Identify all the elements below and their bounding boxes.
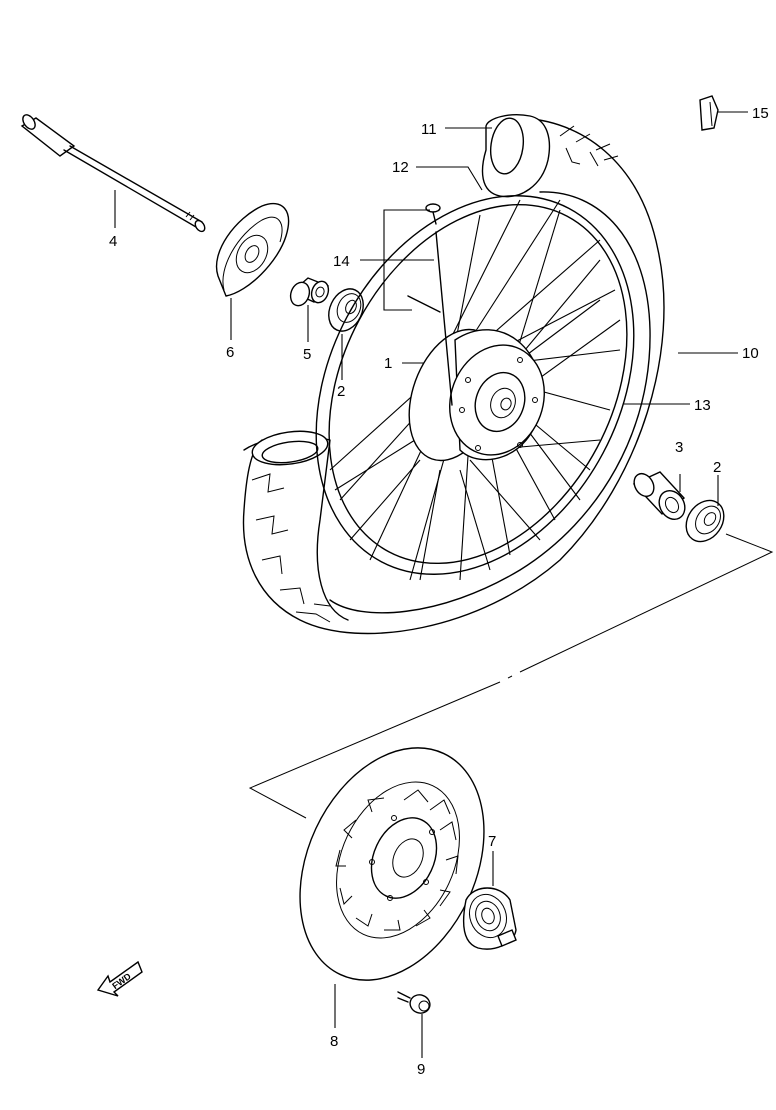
leader-lines <box>114 111 748 1058</box>
callout-9: 9 <box>417 1061 425 1078</box>
brake-disc-part-8 <box>299 747 485 981</box>
axle-part-4 <box>20 114 206 233</box>
callout-12: 12 <box>392 159 409 176</box>
hub-cover-part-6 <box>215 202 290 297</box>
forward-direction-arrow-icon: FWD <box>96 960 143 997</box>
tire-part-10 <box>242 114 665 635</box>
assembly-guide-line <box>248 533 774 819</box>
spacer-part-5 <box>289 277 330 307</box>
spacer-part-3 <box>632 471 686 521</box>
callout-15: 15 <box>752 105 769 122</box>
callout-numbers: 1 2 2 3 4 5 6 7 8 9 10 11 12 13 14 15 <box>109 105 769 1078</box>
disc-bolt-part-9 <box>397 991 431 1014</box>
callout-4: 4 <box>109 233 117 250</box>
callout-13: 13 <box>694 397 711 414</box>
callout-3: 3 <box>675 439 683 456</box>
callout-2: 2 <box>337 383 345 400</box>
rim-part-13 <box>315 195 635 575</box>
callout-14: 14 <box>333 253 350 270</box>
bearing-part-2-right <box>685 499 725 543</box>
bearing-part-2-upper <box>328 288 364 332</box>
callout-5: 5 <box>303 346 311 363</box>
callout-6: 6 <box>226 344 234 361</box>
callout-11: 11 <box>421 121 437 138</box>
callout-7: 7 <box>488 833 496 850</box>
hub-part-1 <box>408 328 545 462</box>
spoke-nipple-part-14 <box>407 203 453 406</box>
callout-1: 1 <box>384 355 392 372</box>
speedometer-gearbox-part-7 <box>462 887 517 950</box>
callout-2: 2 <box>713 459 721 476</box>
balance-weight-part-15 <box>699 95 719 131</box>
callout-10: 10 <box>742 345 759 362</box>
callout-8: 8 <box>330 1033 338 1050</box>
